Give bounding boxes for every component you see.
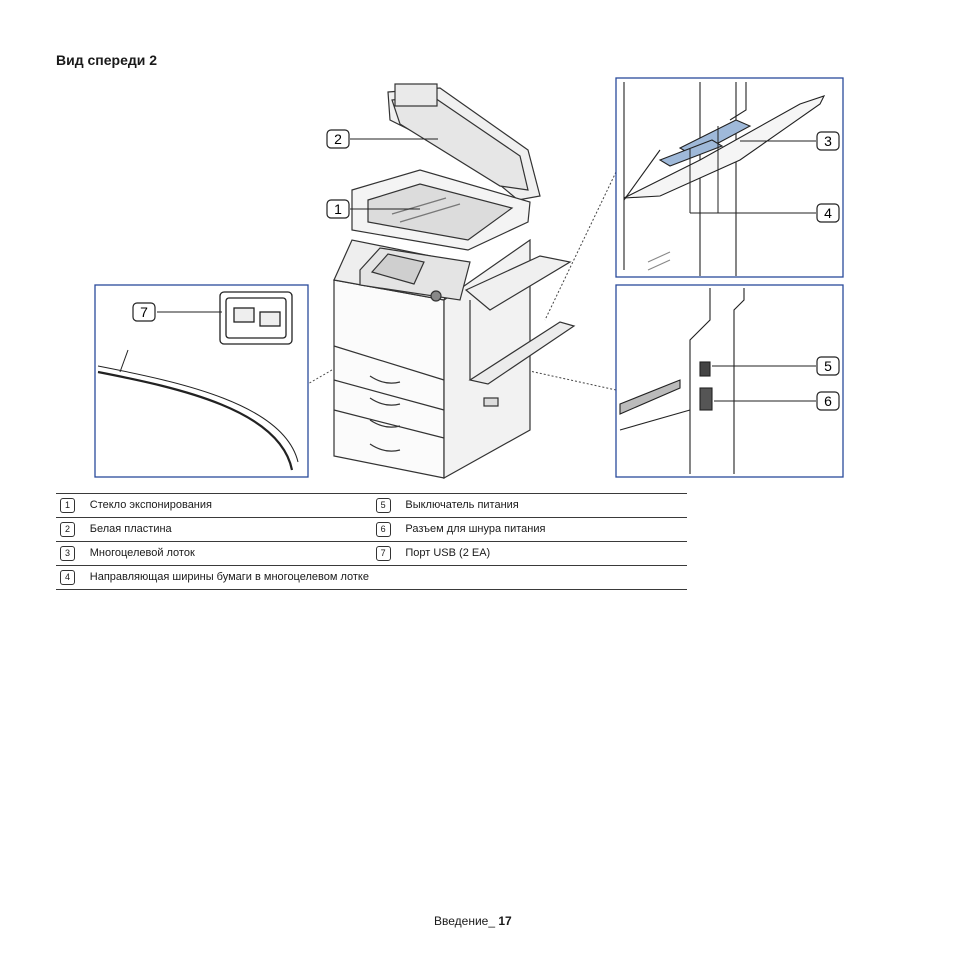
legend-number: 6 <box>375 522 391 537</box>
legend-number: 4 <box>60 570 75 585</box>
legend-row: 2 Белая пластина 6 Разъем для шнура пита… <box>56 517 687 542</box>
callout-3: 3 <box>816 131 840 151</box>
svg-text:4: 4 <box>824 205 832 221</box>
section-title: Вид спереди 2 <box>56 52 158 68</box>
legend-table: 1 Стекло экспонирования 5 Выключатель пи… <box>56 493 687 590</box>
callout-6: 6 <box>816 391 840 411</box>
printer-figure: 2 1 7 3 4 5 6 <box>94 77 844 480</box>
callout-1: 1 <box>326 199 350 219</box>
callout-7: 7 <box>132 302 156 322</box>
legend-number: 7 <box>375 546 391 561</box>
power-panel-illustration <box>619 288 745 474</box>
legend-number: 5 <box>375 498 391 513</box>
page-number: 17 <box>498 914 512 928</box>
leader-lines <box>157 126 816 402</box>
legend-empty-cell <box>405 565 687 590</box>
legend-number: 2 <box>60 522 75 537</box>
callout-5: 5 <box>816 356 840 376</box>
svg-text:6: 6 <box>824 393 832 409</box>
legend-row: 4 Направляющая ширины бумаги в многоцеле… <box>56 565 687 590</box>
detail-connectors <box>305 171 617 391</box>
legend-row: 3 Многоцелевой лоток 7 Порт USB (2 EA) <box>56 541 687 566</box>
printer-illustration <box>333 83 576 480</box>
usb-port-illustration <box>97 291 299 471</box>
svg-text:1: 1 <box>334 201 342 217</box>
mp-tray-illustration <box>623 82 826 276</box>
svg-text:5: 5 <box>824 358 832 374</box>
svg-text:3: 3 <box>824 133 832 149</box>
legend-label: Выключатель питания <box>405 493 687 518</box>
footer-section: Введение_ <box>434 914 496 928</box>
legend-label: Разъем для шнура питания <box>405 517 687 542</box>
legend-label: Стекло экспонирования <box>89 493 372 518</box>
legend-empty-cell <box>371 565 406 590</box>
legend-label: Многоцелевой лоток <box>89 541 372 566</box>
legend-label: Порт USB (2 EA) <box>405 541 687 566</box>
callout-2: 2 <box>326 129 350 149</box>
power-detail-frame <box>615 284 844 478</box>
legend-number: 1 <box>60 498 75 513</box>
legend-label: Направляющая ширины бумаги в многоцелево… <box>89 565 372 590</box>
legend-row: 1 Стекло экспонирования 5 Выключатель пи… <box>56 493 687 518</box>
svg-text:7: 7 <box>140 304 148 320</box>
page-footer: Введение_ 17 <box>434 914 512 928</box>
legend-number: 3 <box>60 546 75 561</box>
callout-4: 4 <box>816 203 840 223</box>
svg-text:2: 2 <box>334 131 342 147</box>
legend-label: Белая пластина <box>89 517 372 542</box>
